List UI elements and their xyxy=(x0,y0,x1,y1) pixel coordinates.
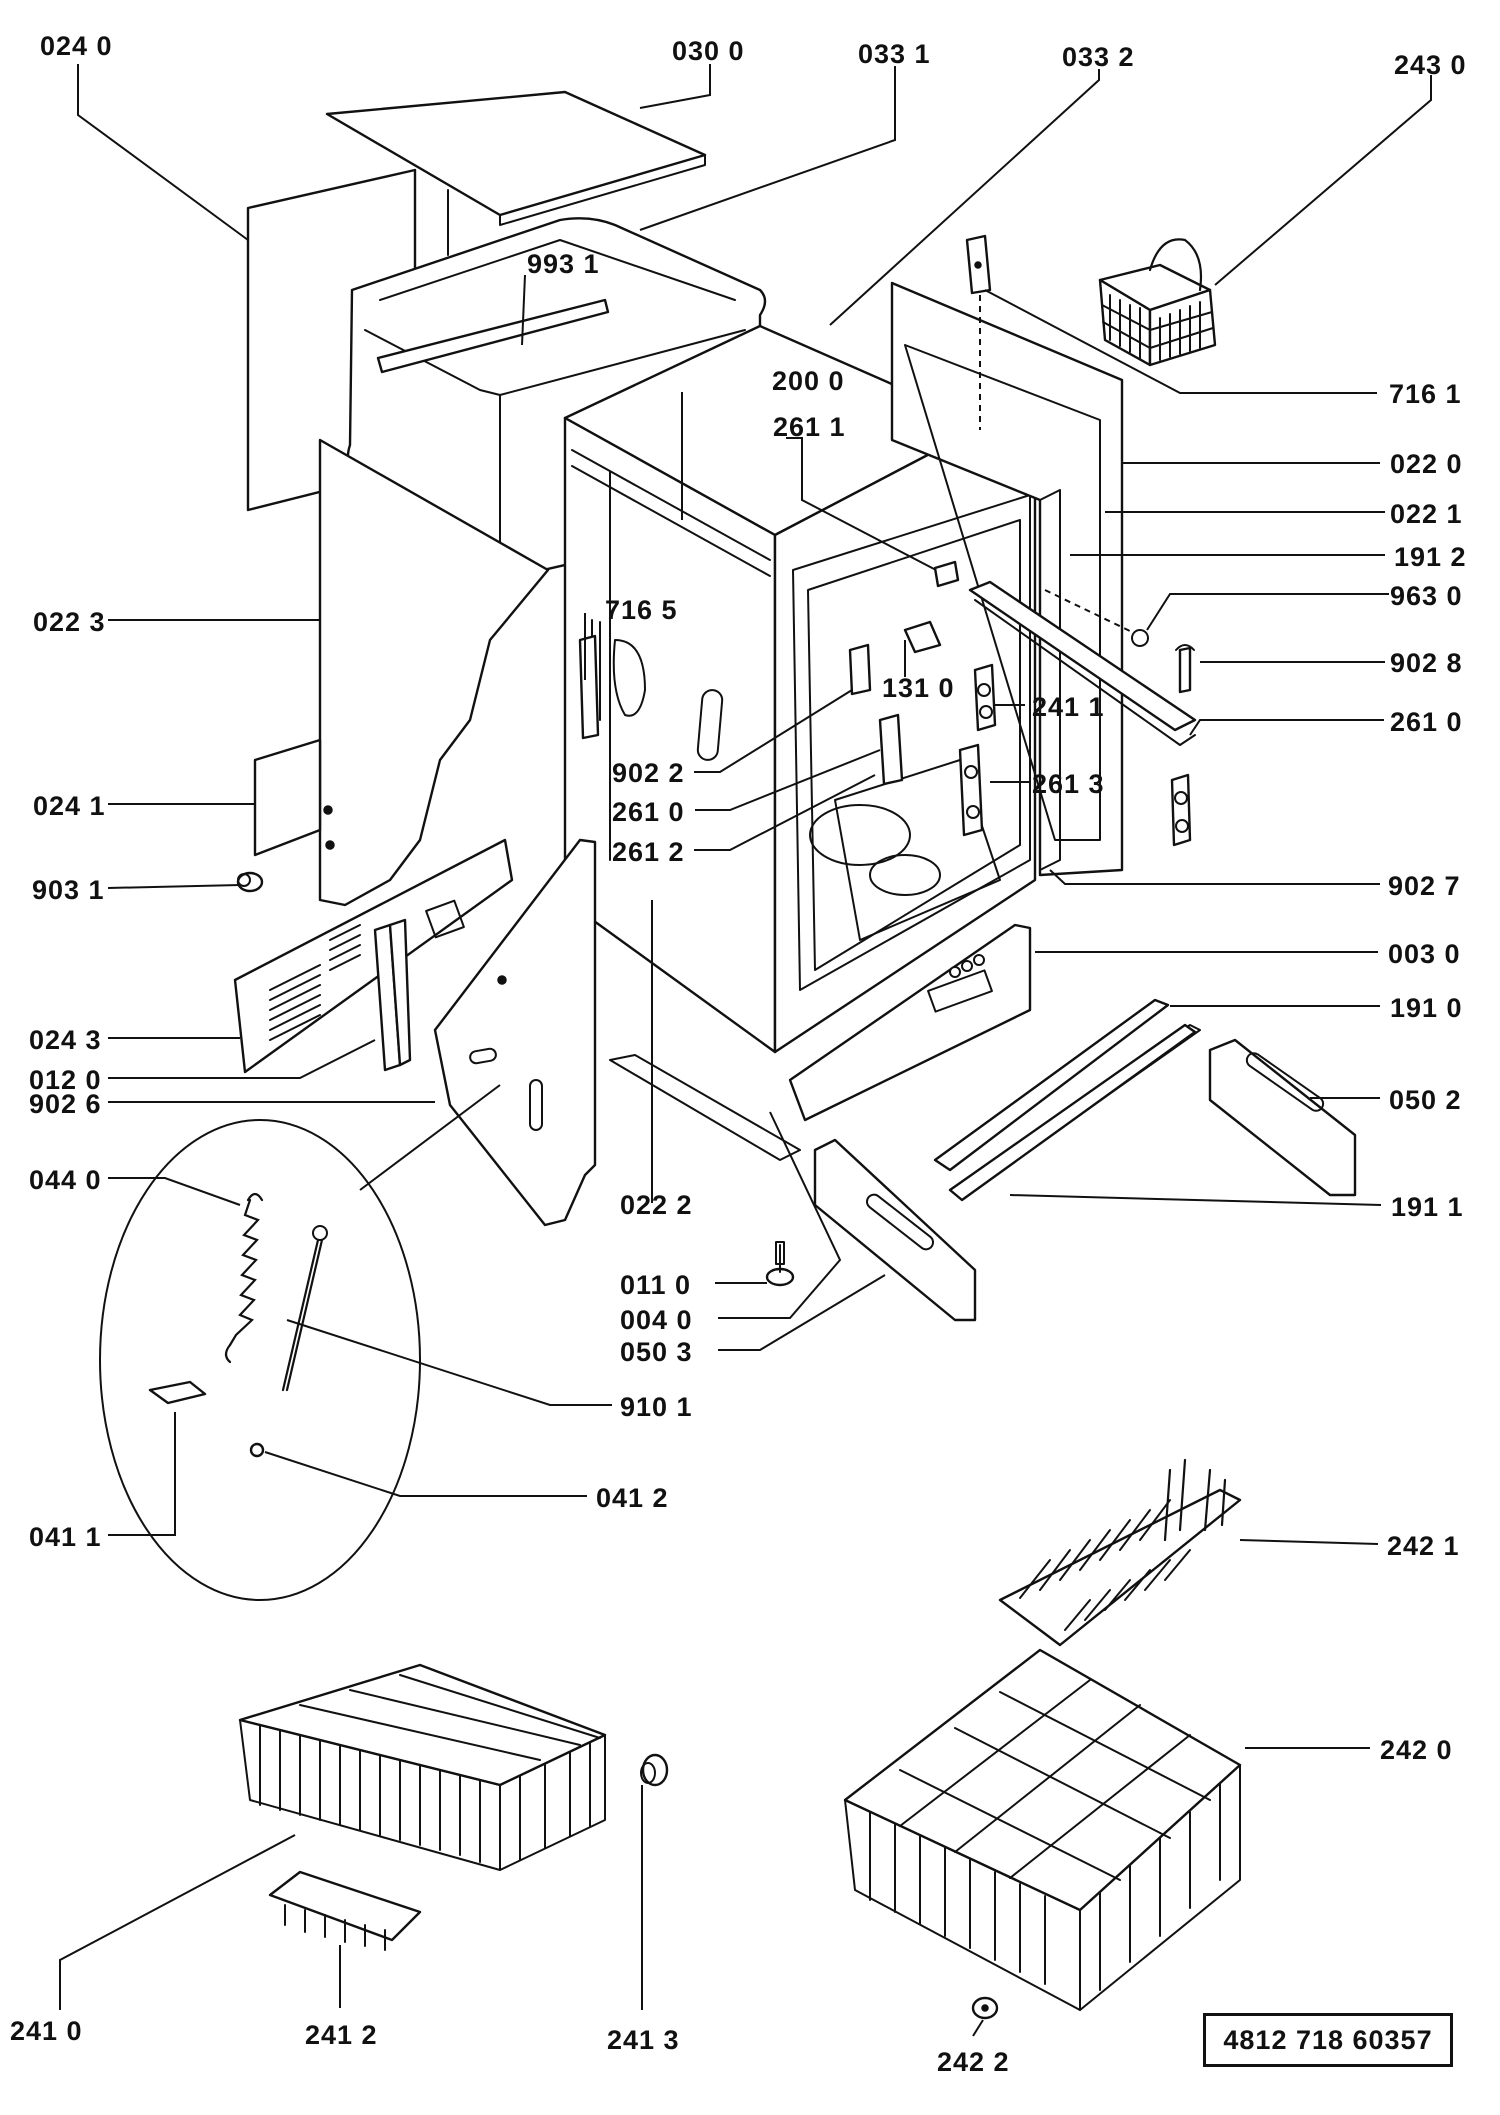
label-0221: 022 1 xyxy=(1390,499,1463,529)
main-tub-cabinet xyxy=(563,324,1037,1161)
label-2422: 242 2 xyxy=(937,2047,1010,2077)
label-2000: 200 0 xyxy=(772,366,845,396)
part-0502-bracket xyxy=(1208,1038,1357,1197)
label-9101: 910 1 xyxy=(620,1392,693,1422)
part-9031-knob xyxy=(236,871,264,893)
label-0030: 003 0 xyxy=(1388,939,1461,969)
part-0243-control-plate xyxy=(233,838,514,1074)
inner-small-parts xyxy=(848,560,1192,847)
detail-circle xyxy=(99,1084,501,1601)
label-0411: 041 1 xyxy=(29,1522,102,1552)
document-code: 4812 718 60357 xyxy=(1223,2024,1433,2055)
part-7161-hinge xyxy=(965,234,992,430)
part-0300-top-cover xyxy=(325,90,707,256)
leader-lines xyxy=(59,64,1432,2037)
part-0110-foot xyxy=(765,1241,795,1287)
part-2430-cutlery-basket xyxy=(1098,238,1217,367)
label-0332: 033 2 xyxy=(1062,42,1135,72)
part-0411-clip xyxy=(148,1380,207,1405)
part-9026-hinge-plate xyxy=(433,838,597,1227)
part-2412-cup-shelf xyxy=(268,1870,422,1951)
label-1310: 131 0 xyxy=(882,673,955,703)
label-2611: 261 1 xyxy=(773,412,846,442)
label-0040: 004 0 xyxy=(620,1305,693,1335)
label-2610a: 261 0 xyxy=(1390,707,1463,737)
label-1911: 191 1 xyxy=(1391,1192,1464,1222)
part-0223-side-panel xyxy=(318,438,550,907)
document-code-box: 4812 718 60357 xyxy=(1203,2013,1453,2067)
part-0120-bracket xyxy=(373,918,412,1072)
part-1912-rail xyxy=(968,580,1197,746)
label-0110: 011 0 xyxy=(620,1270,691,1300)
label-2430: 243 0 xyxy=(1394,50,1467,80)
label-0220: 022 0 xyxy=(1390,449,1463,479)
label-0120: 012 0 xyxy=(29,1065,102,1095)
label-0300: 030 0 xyxy=(672,36,745,66)
part-1911-rail xyxy=(948,1023,1197,1202)
part-9630-clip xyxy=(1044,589,1149,647)
label-2421: 242 1 xyxy=(1387,1531,1460,1561)
part-2422-wheel xyxy=(971,1996,999,2020)
label-9031: 903 1 xyxy=(32,875,105,905)
callout-labels: 024 0 030 0 033 1 033 2 243 0 993 1 200 … xyxy=(10,31,1467,2077)
label-2413: 241 3 xyxy=(607,2025,680,2055)
label-9630: 963 0 xyxy=(1390,581,1463,611)
label-0241: 024 1 xyxy=(33,791,106,821)
label-0223: 022 3 xyxy=(33,607,106,637)
label-0222: 022 2 xyxy=(620,1190,693,1220)
label-2411: 241 1 xyxy=(1032,692,1105,722)
part-2413-wheel xyxy=(640,1753,669,1787)
part-7165-bracket xyxy=(578,634,600,740)
label-0331: 033 1 xyxy=(858,39,931,69)
label-9022: 902 2 xyxy=(612,758,685,788)
part-2420-lower-basket xyxy=(843,1648,1242,2011)
label-0440: 044 0 xyxy=(29,1165,102,1195)
label-0503: 050 3 xyxy=(620,1337,693,1367)
part-0030-front-panel xyxy=(788,923,1032,1122)
label-7165: 716 5 xyxy=(605,595,678,625)
label-2612: 261 2 xyxy=(612,837,685,867)
label-9931: 993 1 xyxy=(527,249,600,279)
part-9101-rod xyxy=(281,1225,328,1392)
label-1910: 191 0 xyxy=(1390,993,1463,1023)
label-9027: 902 7 xyxy=(1388,871,1461,901)
label-2610b: 261 0 xyxy=(612,797,685,827)
part-9931-strip xyxy=(376,298,610,374)
part-9028-bracket xyxy=(1175,644,1195,694)
label-0502: 050 2 xyxy=(1389,1085,1462,1115)
label-2613: 261 3 xyxy=(1032,769,1105,799)
label-2412: 241 2 xyxy=(305,2020,378,2050)
part-2421-rack-insert xyxy=(998,1458,1242,1647)
part-0220-door-frame xyxy=(890,281,1124,877)
label-2410: 241 0 xyxy=(10,2016,83,2046)
label-9028: 902 8 xyxy=(1390,648,1463,678)
part-0440-spring xyxy=(224,1192,264,1364)
label-0240: 024 0 xyxy=(40,31,113,61)
label-0412: 041 2 xyxy=(596,1483,669,1513)
label-9026: 902 6 xyxy=(29,1089,102,1119)
part-0241-block xyxy=(253,738,335,857)
part-0412-screw xyxy=(249,1442,265,1458)
label-2420: 242 0 xyxy=(1380,1735,1453,1765)
label-0243: 024 3 xyxy=(29,1025,102,1055)
part-2410-upper-basket xyxy=(238,1663,607,1871)
label-7161: 716 1 xyxy=(1389,379,1462,409)
label-1912: 191 2 xyxy=(1394,542,1467,572)
